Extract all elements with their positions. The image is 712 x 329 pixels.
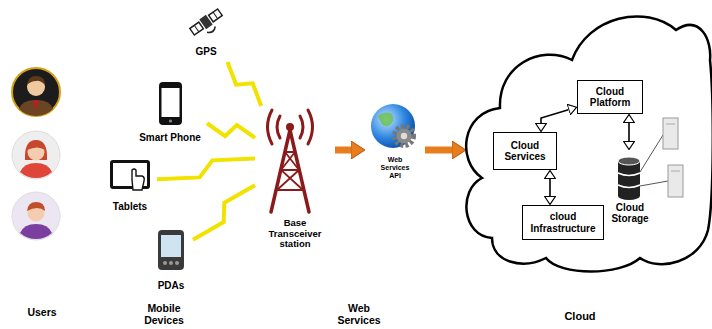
- storage-database-icon: [618, 173, 640, 188]
- server-icon: [640, 135, 663, 172]
- user-avatar: [27, 141, 45, 150]
- column-label: Mobile Devices: [135, 303, 193, 327]
- server-icon: [671, 171, 680, 172]
- user-avatar: [19, 100, 53, 116]
- smart-phone-icon: [169, 119, 172, 122]
- gps-device: GPS: [184, 6, 228, 62]
- user-avatar: [33, 100, 39, 112]
- double-arrow: [549, 179, 551, 196]
- base-station-tower: [271, 130, 309, 212]
- web-services-globe: [371, 104, 415, 148]
- gps-satellite-icon: [207, 27, 217, 35]
- storage-database-icon: [618, 161, 640, 196]
- pda-icon: [158, 230, 184, 270]
- column-label: Web Services: [330, 303, 388, 327]
- lightning-link: [227, 62, 261, 106]
- smart-phone-icon: [162, 88, 180, 117]
- pda-icon: [163, 261, 167, 265]
- user-avatar: [12, 192, 60, 240]
- server-icon: [640, 118, 683, 197]
- storage-database-icon: [618, 157, 640, 165]
- storage-database-icon: [618, 157, 640, 200]
- node-label: Web Services API: [376, 156, 414, 179]
- gps-satellite-icon: [209, 9, 223, 22]
- node-label: Smart Phone: [135, 132, 205, 143]
- server-icon: [668, 165, 683, 197]
- node-label: Cloud: [530, 310, 630, 322]
- user-avatar: [12, 68, 60, 116]
- node-label: PDAs: [151, 280, 191, 291]
- node-label: Cloud Platform: [578, 83, 642, 111]
- tablet-device: Tablets: [103, 156, 157, 214]
- double-arrow: [628, 123, 630, 141]
- node-label: GPS: [186, 46, 226, 57]
- flow-arrow: [425, 147, 452, 154]
- process-box: cloud Infrastructure: [522, 205, 604, 240]
- gps-satellite-icon: [194, 25, 199, 32]
- node-label: Base Transceiver station: [266, 218, 324, 250]
- gps-satellite-icon: [190, 22, 204, 35]
- pda-icon: [175, 261, 179, 265]
- double-arrow: [541, 110, 568, 123]
- base-station-tower: [277, 116, 303, 138]
- pda-device: PDAs: [149, 226, 193, 292]
- web-services-api: Web Services API: [365, 98, 425, 188]
- base-station-tower: [277, 152, 303, 190]
- user-avatar: [20, 163, 52, 178]
- user-avatar: [12, 192, 60, 240]
- node-label: Tablets: [105, 201, 155, 212]
- storage-database-icon: [618, 192, 640, 200]
- lightning-link: [207, 123, 255, 138]
- lightning-link: [157, 158, 255, 179]
- gps-satellite-icon: [189, 7, 227, 41]
- gps-satellite-icon: [213, 12, 218, 19]
- user-avatar: [25, 140, 47, 160]
- smart-phone-device: Smart Phone: [133, 78, 207, 146]
- smart-phone-icon: [159, 82, 182, 125]
- connector-layer: [157, 62, 629, 240]
- base-station-tower: [286, 123, 294, 131]
- user-avatar: [27, 202, 45, 211]
- column-label: Users: [12, 307, 72, 319]
- pda-icon: [161, 235, 181, 257]
- web-services-globe: [371, 104, 415, 148]
- tablet-icon: [110, 160, 150, 190]
- web-services-globe: [397, 129, 412, 144]
- node-label: Cloud Storage: [607, 202, 653, 224]
- user-avatar: [12, 131, 60, 179]
- process-box: Cloud Services: [493, 132, 557, 170]
- flow-arrow: [335, 147, 351, 154]
- tablet-icon: [110, 160, 150, 189]
- pda-icon: [169, 261, 173, 265]
- web-services-globe: [378, 112, 393, 126]
- user-avatar: [27, 76, 45, 85]
- server-icon: [640, 181, 668, 186]
- cloud-outline: [466, 16, 712, 271]
- web-services-globe: [401, 133, 407, 139]
- node-label: cloud Infrastructure: [523, 208, 603, 236]
- base-station-tower: [268, 110, 313, 212]
- node-label: Cloud Services: [494, 137, 556, 165]
- base-station-tower: [268, 110, 313, 144]
- user-avatar: [20, 224, 52, 239]
- server-icon: [666, 124, 675, 125]
- user-avatar: [12, 68, 60, 116]
- tablet-icon: [132, 169, 144, 190]
- web-services-globe: [395, 127, 414, 146]
- base-station: Base Transceiver station: [255, 106, 335, 252]
- cloud-region: CloudCloud PlatformCloud Servicescloud I…: [466, 2, 712, 270]
- server-icon: [663, 118, 678, 149]
- user-avatar: [12, 131, 60, 179]
- storage-node: Cloud Storage: [605, 150, 655, 232]
- pda-icon: [158, 230, 184, 270]
- smart-phone-icon: [159, 82, 182, 125]
- lightning-link: [193, 185, 255, 240]
- process-box: Cloud Platform: [577, 80, 643, 114]
